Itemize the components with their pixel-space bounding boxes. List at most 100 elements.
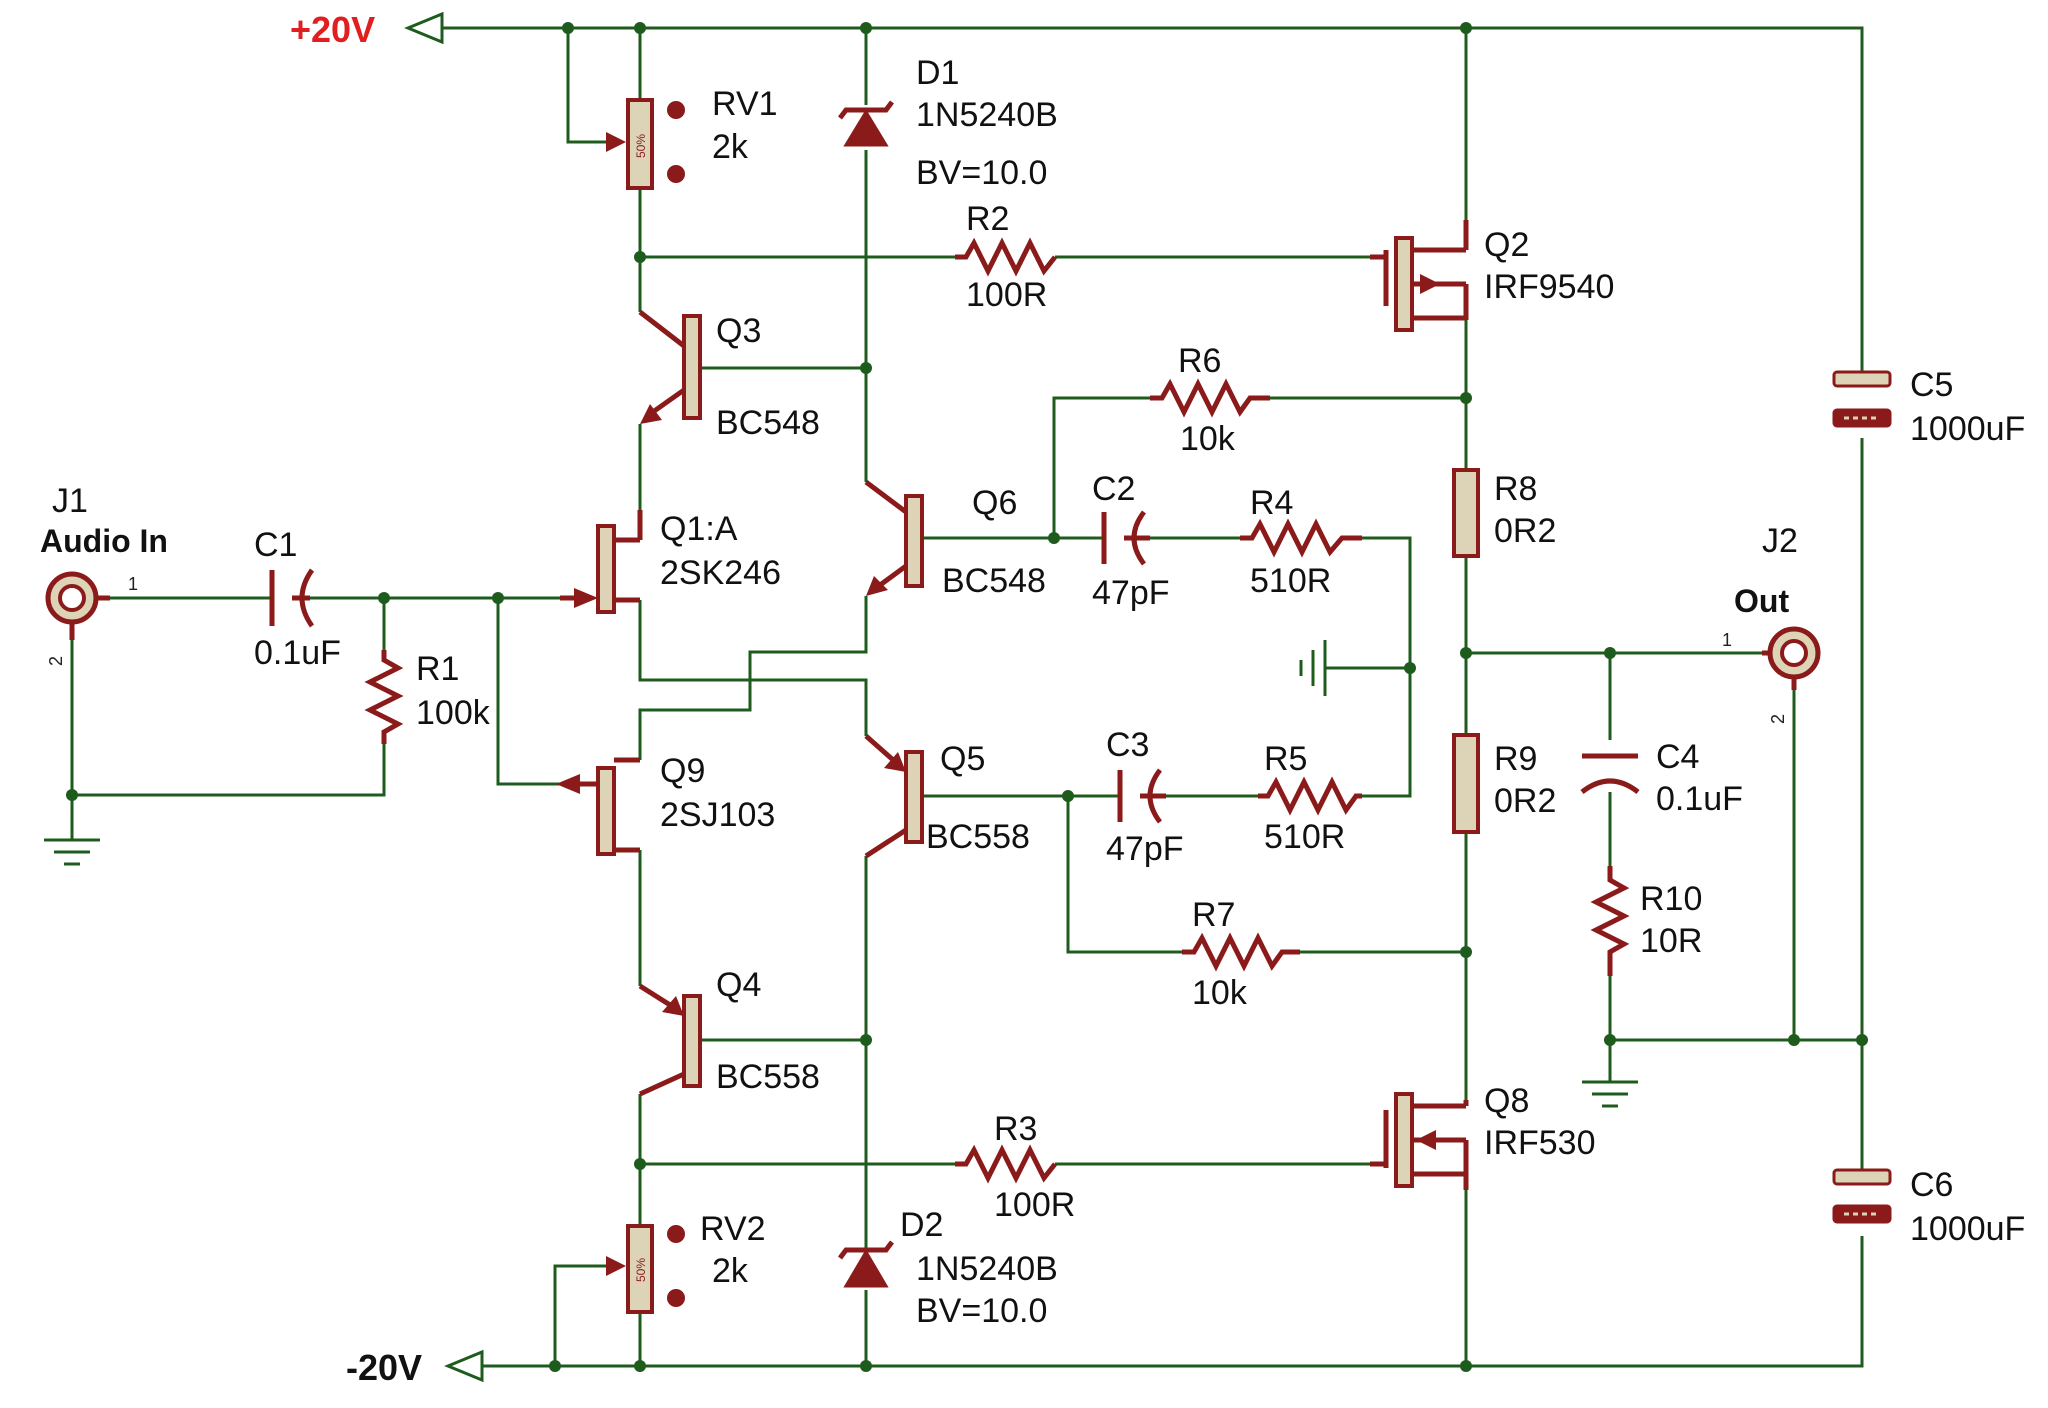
positive-rail: +20V <box>290 9 455 50</box>
r4-ref: R4 <box>1250 484 1293 522</box>
r5-ref: R5 <box>1264 740 1307 778</box>
rv1-setting: 50% <box>634 134 648 158</box>
c1-capacitor: C1 0.1uF <box>254 526 341 672</box>
d1-part: 1N5240B <box>916 96 1058 134</box>
q4-pnp-transistor: Q4 BC558 <box>638 966 820 1097</box>
r10-value: 10R <box>1640 922 1702 960</box>
j2-pin1: 1 <box>1722 630 1732 650</box>
r5-value: 510R <box>1264 818 1345 856</box>
c4-capacitor: C4 0.1uF <box>1580 738 1743 818</box>
j1-ref: J1 <box>52 482 88 520</box>
q2-part: IRF9540 <box>1484 268 1614 306</box>
c5-value: 1000uF <box>1910 410 2025 448</box>
q3-ref: Q3 <box>716 312 761 350</box>
r1-ref: R1 <box>416 650 459 688</box>
r6-resistor: R6 10k <box>1150 342 1270 458</box>
rv2-ref: RV2 <box>700 1210 766 1248</box>
c2-capacitor: C2 47pF <box>1092 470 1170 612</box>
c5-ref: C5 <box>1910 366 1953 404</box>
c3-ref: C3 <box>1106 726 1149 764</box>
r8-value: 0R2 <box>1494 512 1556 550</box>
r2-ref: R2 <box>966 200 1009 238</box>
rv2-value: 2k <box>712 1252 749 1290</box>
rv1-potentiometer: 50% RV1 2k <box>606 85 778 190</box>
negative-rail-label: -20V <box>346 1347 422 1388</box>
q4-ref: Q4 <box>716 966 761 1004</box>
d1-zener-diode: D1 1N5240B BV=10.0 <box>838 54 1058 192</box>
r4-resistor: R4 510R <box>1240 484 1362 600</box>
r9-value: 0R2 <box>1494 782 1556 820</box>
r5-resistor: R5 510R <box>1258 740 1362 856</box>
d2-ref: D2 <box>900 1206 943 1244</box>
c3-capacitor: C3 47pF <box>1106 726 1184 868</box>
c2-ref: C2 <box>1092 470 1135 508</box>
q9-part: 2SJ103 <box>660 796 775 834</box>
q2-pmosfet-transistor: Q2 IRF9540 <box>1370 220 1614 332</box>
c6-capacitor: C6 1000uF <box>1832 1166 2025 1248</box>
positive-rail-label: +20V <box>290 9 375 50</box>
c4-value: 0.1uF <box>1656 780 1743 818</box>
r3-resistor: R3 100R <box>955 1110 1075 1224</box>
rv1-ref: RV1 <box>712 85 778 123</box>
r3-ref: R3 <box>994 1110 1037 1148</box>
j1-audio-in: J1 Audio In 1 2 <box>40 482 168 666</box>
q5-part: BC558 <box>926 818 1030 856</box>
r7-resistor: R7 10k <box>1182 896 1300 1012</box>
c5-capacitor: C5 1000uF <box>1832 366 2025 448</box>
c6-ref: C6 <box>1910 1166 1953 1204</box>
d2-bv: BV=10.0 <box>916 1292 1047 1330</box>
ground-output <box>1582 1040 1638 1108</box>
q4-part: BC558 <box>716 1058 820 1096</box>
q2-ref: Q2 <box>1484 226 1529 264</box>
c4-ref: C4 <box>1656 738 1699 776</box>
r9-ref: R9 <box>1494 740 1537 778</box>
rv1-value: 2k <box>712 128 749 166</box>
r1-value: 100k <box>416 694 491 732</box>
q8-part: IRF530 <box>1484 1124 1596 1162</box>
negative-rail: -20V <box>346 1347 488 1388</box>
c1-ref: C1 <box>254 526 297 564</box>
q5-pnp-transistor: Q5 BC558 <box>864 734 1030 859</box>
j1-name: Audio In <box>40 523 168 559</box>
d2-zener-diode: D2 1N5240B BV=10.0 <box>838 1206 1058 1330</box>
r8-ref: R8 <box>1494 470 1537 508</box>
c3-value: 47pF <box>1106 830 1184 868</box>
q6-part: BC548 <box>942 562 1046 600</box>
r4-value: 510R <box>1250 562 1331 600</box>
j1-pin2: 2 <box>46 656 66 666</box>
r2-value: 100R <box>966 276 1047 314</box>
q5-ref: Q5 <box>940 740 985 778</box>
ground-j1 <box>44 830 100 866</box>
r7-value: 10k <box>1192 974 1248 1012</box>
c2-value: 47pF <box>1092 574 1170 612</box>
r10-resistor: R10 10R <box>1590 866 1702 976</box>
rv2-setting: 50% <box>634 1258 648 1282</box>
rv2-potentiometer: 50% RV2 2k <box>606 1210 766 1314</box>
q9-pjfet-transistor: Q9 2SJ103 <box>556 752 775 856</box>
r8-resistor: R8 0R2 <box>1452 468 1556 558</box>
r10-ref: R10 <box>1640 880 1702 918</box>
junctions <box>66 22 1868 1372</box>
j1-pin1: 1 <box>128 574 138 594</box>
q1-njfet-transistor: Q1:A 2SK246 <box>560 510 781 614</box>
j2-name: Out <box>1734 583 1789 619</box>
q1-ref: Q1:A <box>660 510 738 548</box>
c1-value: 0.1uF <box>254 634 341 672</box>
j2-pin2: 2 <box>1768 714 1788 724</box>
ground-mid <box>1299 640 1327 696</box>
j2-out: J2 Out 1 2 <box>1722 522 1821 724</box>
q8-ref: Q8 <box>1484 1082 1529 1120</box>
wiring <box>70 26 1864 1368</box>
r6-ref: R6 <box>1178 342 1221 380</box>
r3-value: 100R <box>994 1186 1075 1224</box>
q3-npn-transistor: Q3 BC548 <box>638 310 820 442</box>
q9-ref: Q9 <box>660 752 705 790</box>
c6-value: 1000uF <box>1910 1210 2025 1248</box>
q1-part: 2SK246 <box>660 554 781 592</box>
q8-nmosfet-transistor: Q8 IRF530 <box>1370 1082 1596 1190</box>
r1-resistor: R1 100k <box>364 650 491 744</box>
q3-part: BC548 <box>716 404 820 442</box>
q6-ref: Q6 <box>972 484 1017 522</box>
d1-bv: BV=10.0 <box>916 154 1047 192</box>
